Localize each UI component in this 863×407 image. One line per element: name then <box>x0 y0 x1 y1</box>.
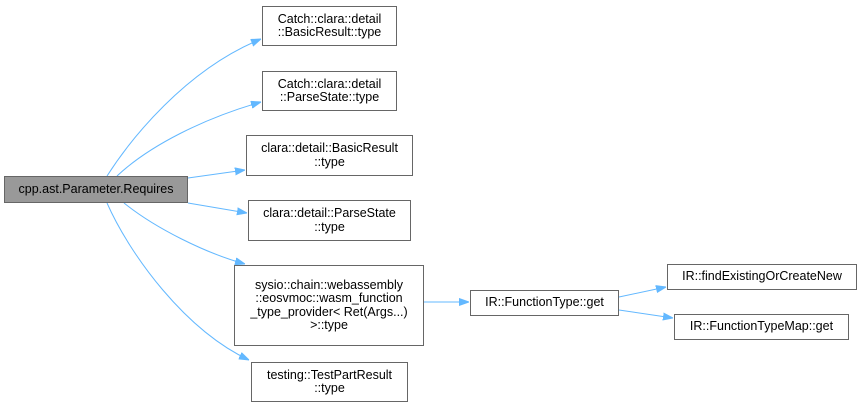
node-label-line: cpp.ast.Parameter.Requires <box>18 181 174 196</box>
edge-functiontype-get-to-findexistingorcreatenew <box>618 287 666 298</box>
node-label-line: ::type <box>314 381 345 395</box>
node-clara-basicresult-type[interactable]: clara::detail::BasicResult ::type <box>246 135 413 176</box>
node-label-line: Catch::clara::detail <box>277 76 382 91</box>
edge-requires-to-testpartresult-type <box>106 202 249 360</box>
node-label-line: clara::detail::BasicResult <box>261 141 398 155</box>
node-clara-parsestate-type[interactable]: clara::detail::ParseState ::type <box>248 200 411 241</box>
node-label-line: testing::TestPartResult <box>266 367 393 382</box>
edge-requires-to-clara-parsestate-type <box>187 202 247 213</box>
node-label-line: ::BasicResult::type <box>277 25 382 39</box>
node-label-line: ::ParseState::type <box>279 90 380 104</box>
node-ir-functiontype-get[interactable]: IR::FunctionType::get <box>470 290 619 316</box>
node-label-line: IR::FunctionType::get <box>485 295 604 310</box>
edge-requires-to-catch-basicresult-type <box>106 39 261 177</box>
edge-requires-to-wasm-function-type-provider-type <box>123 202 245 264</box>
edge-requires-to-clara-basicresult-type <box>187 170 245 179</box>
node-cpp-ast-parameter-requires: cpp.ast.Parameter.Requires <box>4 176 188 203</box>
node-label-line: >::type <box>310 318 348 332</box>
node-label-line: IR::FunctionTypeMap::get <box>689 319 834 334</box>
node-label-line: ::type <box>314 154 345 169</box>
node-label-line: _type_provider< Ret(Args...) <box>250 304 408 319</box>
node-label-line: sysio::chain::webassembly <box>255 277 403 292</box>
node-ir-findexistingorcreatenew[interactable]: IR::findExistingOrCreateNew <box>667 264 857 290</box>
node-catch-clara-parsestate-type[interactable]: Catch::clara::detail ::ParseState::type <box>262 71 397 111</box>
edge-requires-to-catch-parsestate-type <box>116 102 261 177</box>
node-catch-clara-basicresult-type[interactable]: Catch::clara::detail ::BasicResult::type <box>262 6 397 46</box>
node-label-line: clara::detail::ParseState <box>263 206 396 220</box>
node-label-line: ::type <box>314 219 345 234</box>
node-label-line: Catch::clara::detail <box>277 11 382 26</box>
node-wasm-function-type-provider-type[interactable]: sysio::chain::webassembly ::eosvmoc::was… <box>234 265 424 346</box>
node-label-line: ::eosvmoc::wasm_function <box>255 291 403 305</box>
node-testing-testpartresult-type[interactable]: testing::TestPartResult ::type <box>251 362 408 402</box>
node-label-line: IR::findExistingOrCreateNew <box>682 269 842 284</box>
edge-functiontype-get-to-functiontypemap-get <box>618 309 673 318</box>
node-ir-functiontypemap-get[interactable]: IR::FunctionTypeMap::get <box>674 314 849 340</box>
